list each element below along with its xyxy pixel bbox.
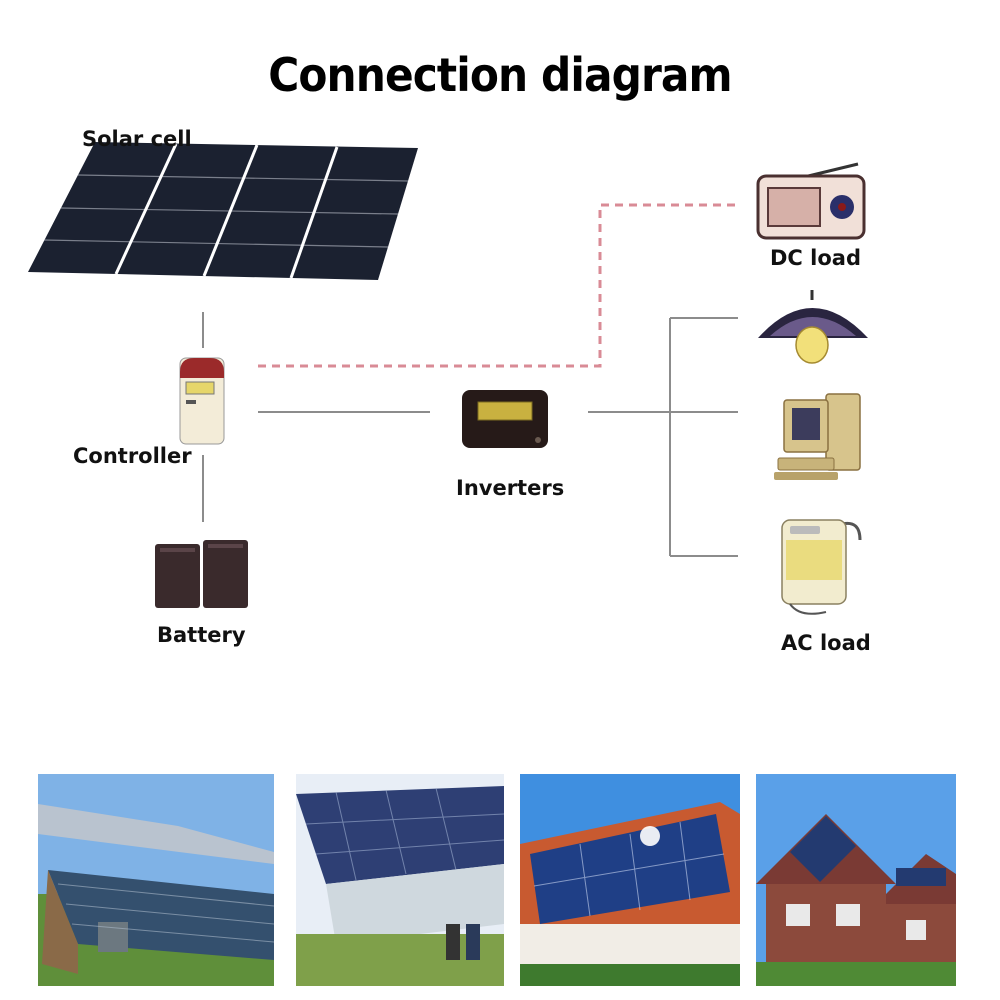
- inverter-icon: [462, 390, 548, 448]
- radio-icon: [756, 162, 866, 240]
- controller-icon: [179, 357, 225, 445]
- battery-icon: [155, 540, 248, 608]
- connection-diagram: [28, 142, 868, 615]
- dc-load-label: DC load: [770, 246, 861, 270]
- controller-label: Controller: [73, 444, 192, 468]
- ac-load-label: AC load: [781, 631, 871, 655]
- photo-rooftop-tile-house: [520, 774, 740, 986]
- dc-wiring: [258, 203, 735, 368]
- photo-ground-mounted-array: [38, 774, 274, 986]
- washing-machine-icon: [781, 519, 862, 615]
- page-title: Connection diagram: [268, 48, 732, 102]
- inverters-label: Inverters: [456, 476, 565, 500]
- solar-panel-icon: [28, 142, 418, 280]
- photo-brick-house: [756, 774, 956, 986]
- photo-greenhouse-array: [296, 774, 504, 986]
- ac-wiring: [202, 312, 738, 557]
- lamp-icon: [758, 290, 868, 364]
- solar-cell-label: Solar cell: [82, 127, 192, 151]
- battery-label: Battery: [157, 623, 246, 647]
- computer-icon: [774, 393, 861, 480]
